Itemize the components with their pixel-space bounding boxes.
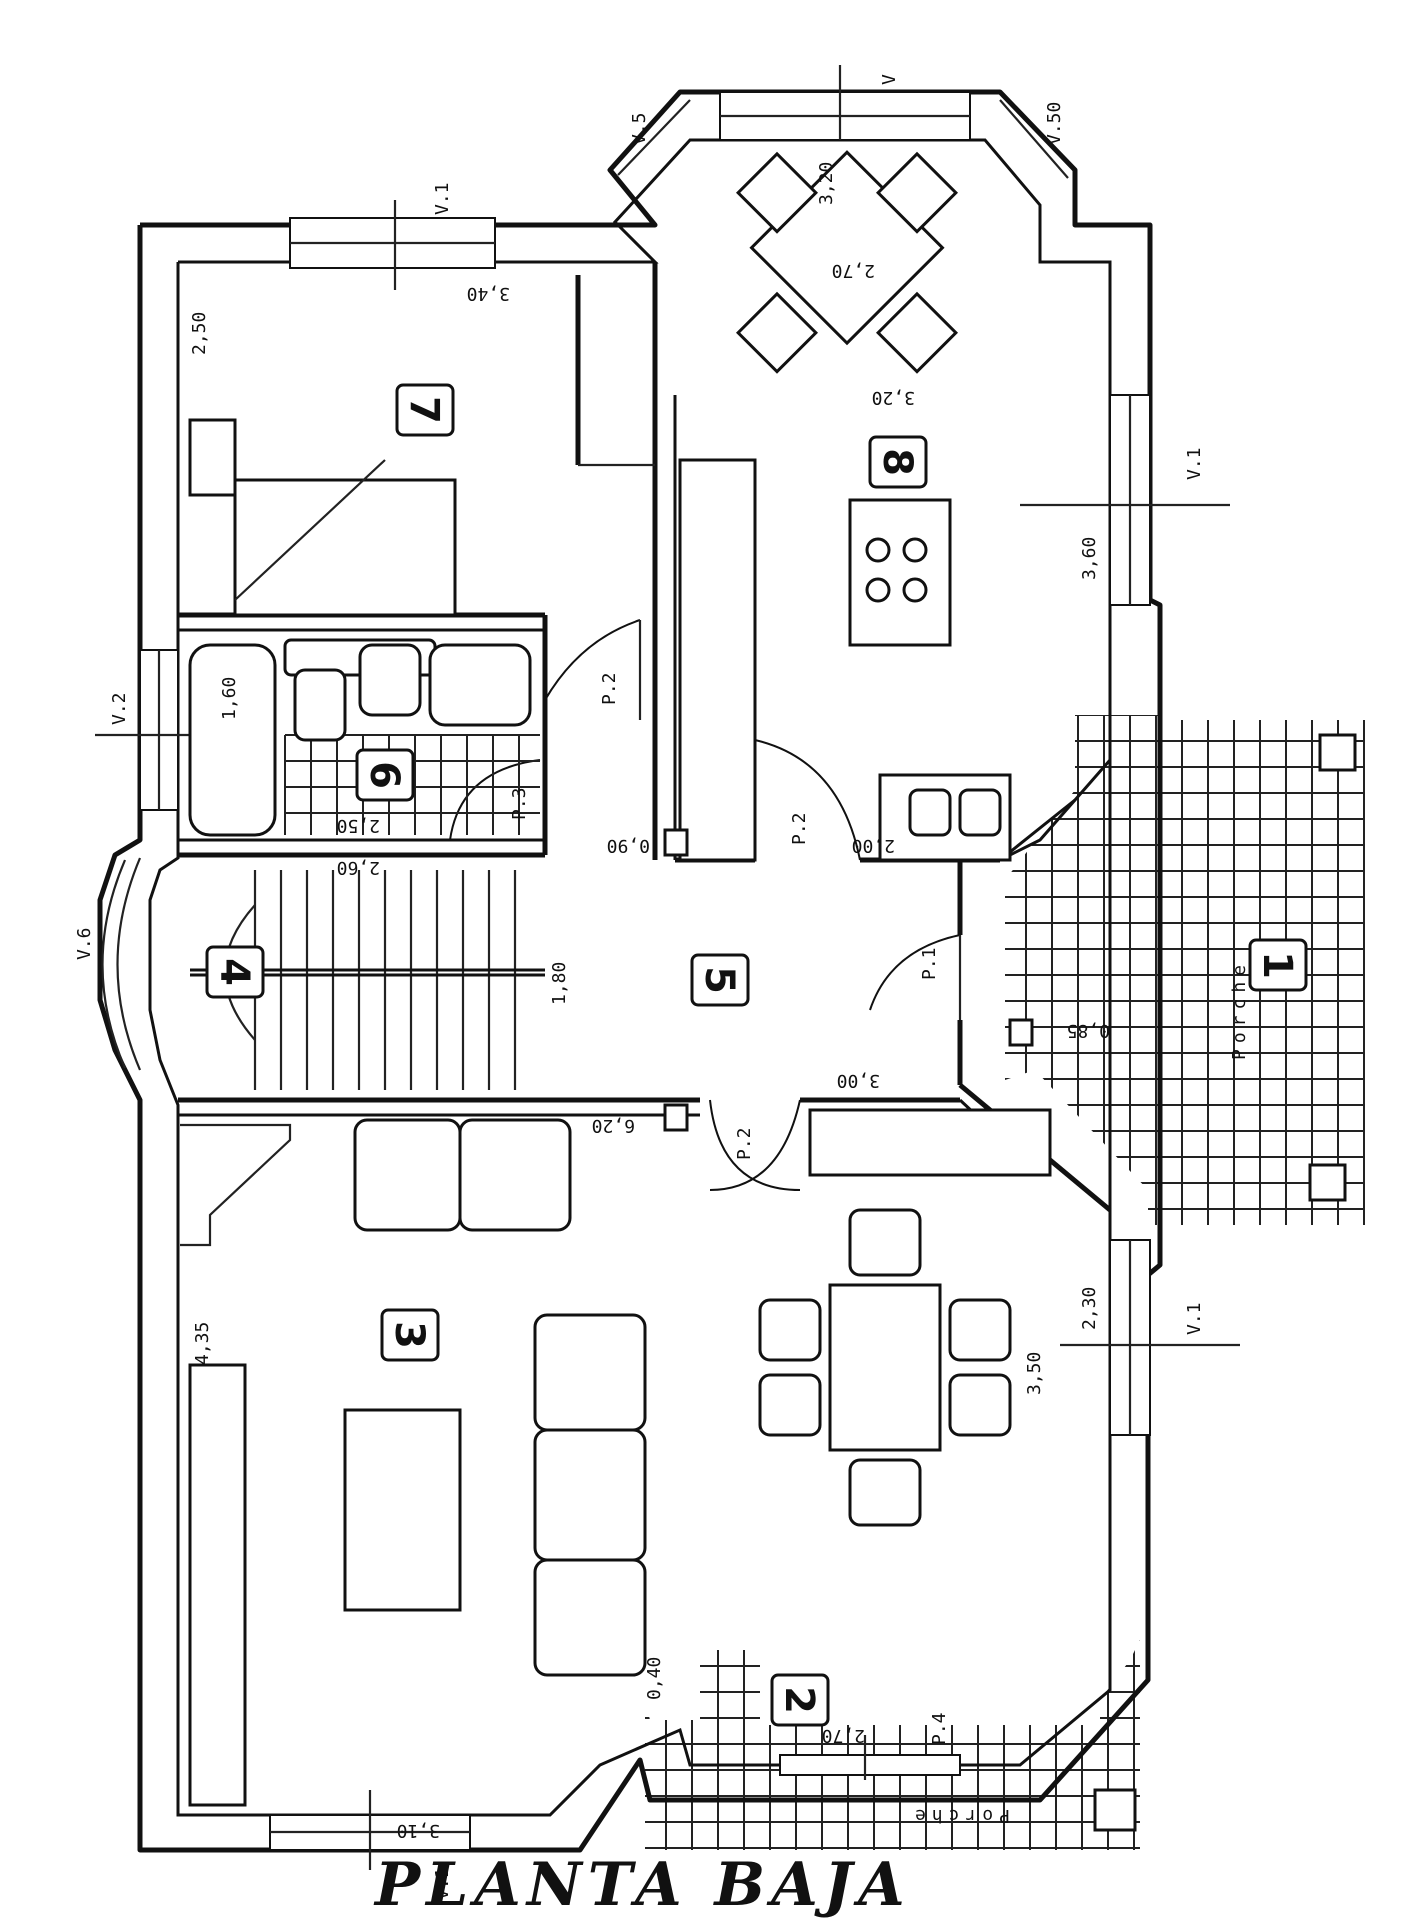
label-v1-right-top: V.1 — [1184, 447, 1205, 480]
label-p4: P.4 — [929, 1712, 950, 1745]
windows — [95, 65, 1240, 1870]
room-6-label: 6 — [355, 748, 415, 802]
dim-3-60: 3,60 — [1079, 537, 1100, 580]
dim-3-20-bay: 3,20 — [872, 387, 915, 408]
porch-bottom-label: Porche — [909, 1805, 1010, 1826]
dimension-labels: 3,40 2,50 2,70 3,20 3,20 3,60 1,60 2,50 … — [189, 162, 1110, 1841]
label-v1-right-bottom: V.1 — [1184, 1302, 1205, 1335]
room-4-label: 4 — [205, 945, 265, 999]
opening-labels: V.1 V V.5 V.50 V.1 V.1 V.1 V.2 V.6 P.1 P… — [74, 74, 1205, 1900]
dim-2-50-bath: 2,50 — [337, 815, 380, 836]
label-p1: P.1 — [919, 947, 940, 980]
room-7-label: 7 — [395, 383, 455, 437]
label-p3: P.3 — [509, 787, 530, 820]
dim-1-60: 1,60 — [219, 677, 240, 720]
dim-3-50: 3,50 — [1024, 1352, 1045, 1395]
label-v-top: V — [879, 74, 900, 85]
plan-caption: PLANTA BAJA — [373, 1850, 911, 1920]
svg-text:2: 2 — [776, 1686, 822, 1714]
porch-labels: Porche Porche — [909, 959, 1250, 1826]
room-8-label: 8 — [868, 435, 928, 489]
dim-4-35: 4,35 — [192, 1322, 213, 1365]
room-1-label: 1 — [1248, 938, 1308, 992]
doors — [449, 619, 962, 1191]
label-v5-right: V.50 — [1044, 102, 1065, 145]
svg-text:6: 6 — [361, 761, 407, 789]
svg-text:7: 7 — [401, 396, 447, 424]
dim-3-00: 3,00 — [837, 1070, 880, 1091]
dim-2-70-bottom: 2,70 — [822, 1725, 865, 1746]
dim-2-60: 2,60 — [337, 857, 380, 878]
dim-0-90: 0,90 — [607, 835, 650, 856]
dim-1-80: 1,80 — [549, 962, 570, 1005]
svg-text:4: 4 — [211, 958, 257, 986]
porch-right-label: Porche — [1229, 959, 1250, 1060]
dim-2-70-bay: 2,70 — [832, 260, 875, 281]
dim-6-20: 6,20 — [592, 1115, 635, 1136]
porch-right-tiles — [1005, 715, 1365, 1225]
dim-3-20-bay-top: 3,20 — [816, 162, 837, 205]
svg-text:1: 1 — [1254, 951, 1300, 979]
room-labels: 1 2 3 4 5 6 7 8 — [205, 383, 1308, 1727]
dim-2-30: 2,30 — [1079, 1287, 1100, 1330]
svg-text:3: 3 — [386, 1321, 432, 1349]
furniture — [180, 150, 1357, 1832]
label-p2-a: P.2 — [599, 672, 620, 705]
label-v6: V.6 — [74, 927, 95, 960]
room-3-label: 3 — [380, 1308, 440, 1362]
label-v2: V.2 — [109, 692, 130, 725]
label-v5-left: V.5 — [629, 112, 650, 145]
svg-text:5: 5 — [696, 966, 742, 994]
dim-2-00: 2,00 — [852, 835, 895, 856]
svg-text:8: 8 — [874, 448, 920, 476]
label-v1-bottom: V.1 — [432, 1867, 453, 1900]
dim-0-85: 0,85 — [1067, 1020, 1110, 1041]
room-5-label: 5 — [690, 953, 750, 1007]
dim-3-40: 3,40 — [467, 283, 510, 304]
label-p2-b: P.2 — [789, 812, 810, 845]
dim-3-10: 3,10 — [397, 1820, 440, 1841]
porch-bottom-tiles — [645, 1640, 1140, 1850]
dim-2-50-room7: 2,50 — [189, 312, 210, 355]
label-v1-top: V.1 — [432, 182, 453, 215]
label-p2-c: P.2 — [734, 1127, 755, 1160]
dim-0-40: 0,40 — [644, 1657, 665, 1700]
room-2-label: 2 — [770, 1673, 830, 1727]
